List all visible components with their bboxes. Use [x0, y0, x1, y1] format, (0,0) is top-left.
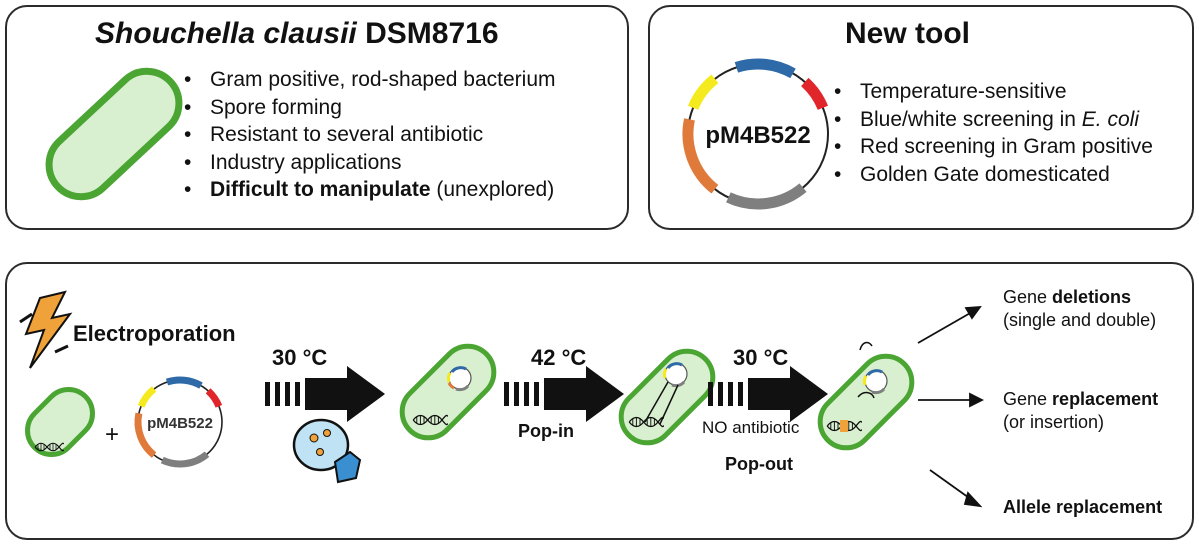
outcome2-prefix: Gene [1003, 389, 1053, 409]
step1-temp: 30 °C [272, 345, 327, 370]
organism-bullet-3: Resistant to several antibiotic [182, 121, 556, 149]
organism-bullet-1: Gram positive, rod-shaped bacterium [182, 66, 556, 94]
organism-strain: DSM8716 [356, 17, 499, 50]
plasmid-red-segment [800, 77, 828, 111]
outcome2-sub: (or insertion) [1003, 412, 1105, 432]
step2-arrow [504, 366, 624, 422]
electroporation-label: Electroporation [73, 321, 236, 346]
cell-pop-out [817, 353, 915, 451]
plasmid-small-label: pM4B522 [147, 415, 213, 432]
plasmid-yellow-segment [687, 74, 719, 111]
organism-bullet-list: Gram positive, rod-shaped bacterium Spor… [182, 66, 556, 204]
rod-bacterium-icon [45, 67, 183, 201]
plasmid-icon: pM4B522 [682, 58, 829, 210]
cell-pop-in [618, 348, 716, 446]
cell2-plasmid-icon [447, 366, 472, 392]
ecoli-italic: E. coli [1081, 107, 1139, 131]
step3-temp: 30 °C [733, 345, 788, 370]
organism-panel: Shouchella clausii DSM8716 Gram positive… [5, 5, 629, 230]
outcome1-sub: (single and double) [1003, 310, 1157, 330]
outcome-allele-replacement: Allele replacement [1003, 496, 1162, 519]
plasmid-blue-segment [734, 58, 796, 79]
tool-bullet-2: Blue/white screening in E. coli [832, 106, 1153, 134]
plus-sign: + [105, 421, 119, 448]
new-tool-title: New tool [845, 17, 970, 50]
organism-bullet-4: Industry applications [182, 149, 556, 177]
organism-bullet-2: Spore forming [182, 94, 556, 122]
cell4-plasmid-icon [857, 341, 888, 399]
outcome1-bold: deletions [1052, 287, 1132, 307]
unexplored-note: (unexplored) [430, 178, 555, 201]
outcome1-prefix: Gene [1003, 287, 1053, 307]
organism-bullet-5: Difficult to manipulate (unexplored) [182, 176, 556, 204]
bluewhite-text: Blue/white screening in [860, 107, 1082, 131]
pop-in-label: Pop-in [518, 421, 574, 441]
plasmid-orange-segment [682, 118, 719, 194]
plasmid-gray-segment [726, 183, 807, 210]
edited-site-marker [840, 420, 848, 432]
new-tool-panel: New tool pM4B522 Temperature-sensitive B… [648, 5, 1194, 230]
no-antibiotic-note: NO antibiotic [702, 418, 800, 437]
tool-bullet-4: Golden Gate domesticated [832, 161, 1153, 189]
step2-temp: 42 °C [531, 345, 586, 370]
outcome2-bold: replacement [1052, 389, 1159, 409]
tool-bullet-list: Temperature-sensitive Blue/white screeni… [832, 78, 1153, 188]
cell3-plasmid-icon [644, 362, 688, 425]
tool-bullet-3: Red screening in Gram positive [832, 133, 1153, 161]
organism-title: Shouchella clausii DSM8716 [95, 17, 499, 51]
plasmid-label: pM4B522 [705, 122, 810, 149]
organism-species: Shouchella clausii [95, 17, 357, 50]
outcome-arrows [917, 305, 985, 508]
outcome3-bold: Allele replacement [1003, 497, 1163, 517]
lightning-icon [19, 290, 73, 369]
cell-after-electroporation [399, 343, 497, 441]
step1-arrow [265, 366, 385, 422]
tool-bullet-1: Temperature-sensitive [832, 78, 1153, 106]
petri-dish-hand-icon [292, 418, 362, 484]
start-cell [25, 387, 95, 457]
bacterium-cell [45, 67, 183, 201]
plasmid-small-icon: pM4B522 [134, 376, 223, 468]
outcome-gene-replacement: Gene replacement (or insertion) [1003, 388, 1158, 434]
difficult-bold: Difficult to manipulate [210, 178, 431, 201]
pop-out-label: Pop-out [725, 454, 793, 474]
step3-arrow [708, 366, 828, 422]
outcome-gene-deletions: Gene deletions (single and double) [1003, 286, 1156, 332]
